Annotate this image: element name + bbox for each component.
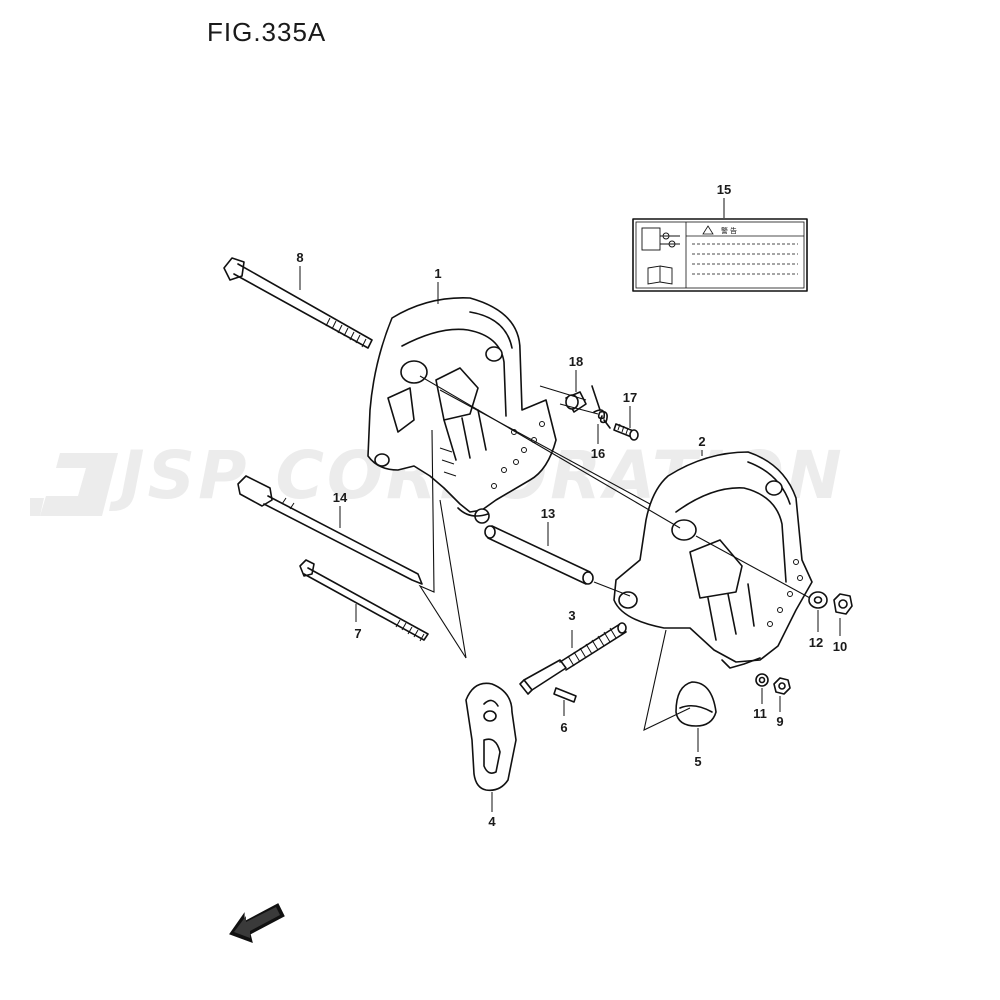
callout-17: 17 (623, 390, 637, 405)
warning-pictogram-icon (641, 227, 680, 251)
part-2-clamp-bracket[interactable] (613, 451, 813, 669)
watermark-logo (30, 453, 118, 516)
callout-1: 1 (434, 266, 441, 281)
callout-13: 13 (541, 506, 555, 521)
part-3-screw[interactable] (519, 622, 627, 695)
callout-9: 9 (776, 714, 783, 729)
callout-16: 16 (591, 446, 605, 461)
callout-12: 12 (809, 635, 823, 650)
fwd-arrow-icon (229, 903, 285, 943)
part-6-pin[interactable] (553, 687, 577, 703)
part-17-screw[interactable] (613, 423, 639, 441)
callout-6: 6 (560, 720, 567, 735)
manual-book-icon (647, 265, 673, 285)
callout-leaders (299, 198, 841, 812)
part-18-collar[interactable] (565, 391, 587, 413)
callout-numbers: 1 2 3 4 5 6 7 8 9 10 11 12 13 14 15 16 1… (296, 182, 847, 829)
part-10-nut[interactable] (833, 593, 853, 615)
part-13-tube[interactable] (484, 525, 594, 585)
part-9-nut[interactable] (773, 677, 791, 695)
callout-8: 8 (296, 250, 303, 265)
callout-4: 4 (488, 814, 496, 829)
callout-5: 5 (694, 754, 701, 769)
callout-15: 15 (717, 182, 731, 197)
part-11-washer[interactable] (755, 673, 769, 687)
figure-title: FIG.335A (207, 17, 327, 47)
callout-7: 7 (354, 626, 361, 641)
part-16-spring[interactable] (591, 385, 611, 429)
warning-text-lines (692, 243, 798, 275)
callout-3: 3 (568, 608, 575, 623)
part-12-washer[interactable] (808, 591, 828, 609)
part-4-handle[interactable] (465, 682, 517, 792)
callout-11: 11 (753, 706, 767, 721)
assembly-guide-lines (418, 375, 811, 731)
part-15-warning-label[interactable]: 警 告 (632, 218, 808, 292)
callout-2: 2 (698, 434, 705, 449)
part-7-bolt[interactable] (299, 559, 429, 642)
callout-14: 14 (333, 490, 348, 505)
warning-triangle-icon (702, 225, 714, 235)
callout-10: 10 (833, 639, 847, 654)
part-14-rod[interactable] (237, 475, 423, 585)
warning-label-header: 警 告 (721, 226, 737, 235)
part-8-bolt[interactable] (223, 257, 373, 349)
part-1-clamp-bracket[interactable] (367, 297, 557, 524)
part-5-cap[interactable] (675, 681, 717, 727)
callout-18: 18 (569, 354, 583, 369)
